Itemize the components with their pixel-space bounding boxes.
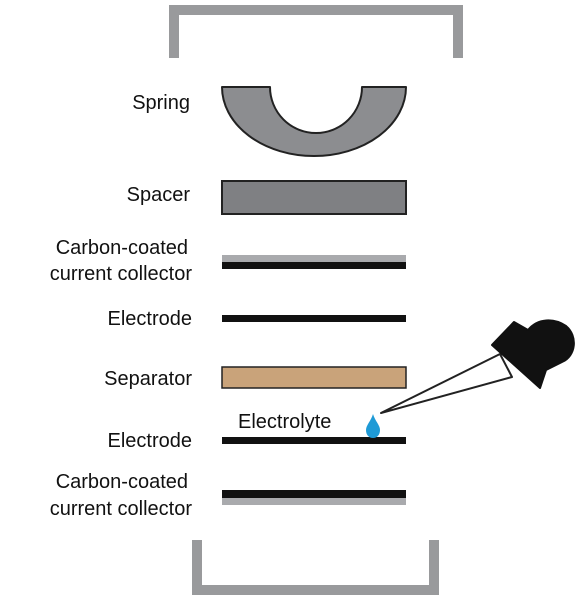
separator-shape <box>221 366 407 389</box>
bottom-casing <box>192 540 439 595</box>
bottom-collector-carbon-layer <box>222 498 406 505</box>
top-collector-carbon-layer <box>222 255 406 262</box>
bottom-collector-label-line1: Carbon-coated <box>55 471 188 493</box>
spring-label: Spring <box>132 92 190 114</box>
water-drop-icon <box>366 414 380 438</box>
top-collector-label-line2: current collector <box>49 263 192 285</box>
top-collector-metal-layer <box>222 262 406 269</box>
pipette-icon <box>380 319 575 414</box>
electrolyte-label: Electrolyte <box>238 411 332 433</box>
separator-label: Separator <box>104 368 192 390</box>
spacer-label: Spacer <box>126 184 190 206</box>
top-electrode-shape <box>222 315 406 322</box>
top-collector-label-line1: Carbon-coated <box>55 237 188 259</box>
bottom-electrode-shape <box>222 437 406 444</box>
bottom-collector-label-line2: current collector <box>49 498 192 520</box>
bottom-electrode-label: Electrode <box>107 430 193 452</box>
top-casing <box>169 5 463 58</box>
spring-shape <box>221 86 407 157</box>
spacer-shape <box>221 180 407 215</box>
bottom-collector-metal-layer <box>222 490 406 498</box>
top-electrode-label: Electrode <box>107 308 193 330</box>
